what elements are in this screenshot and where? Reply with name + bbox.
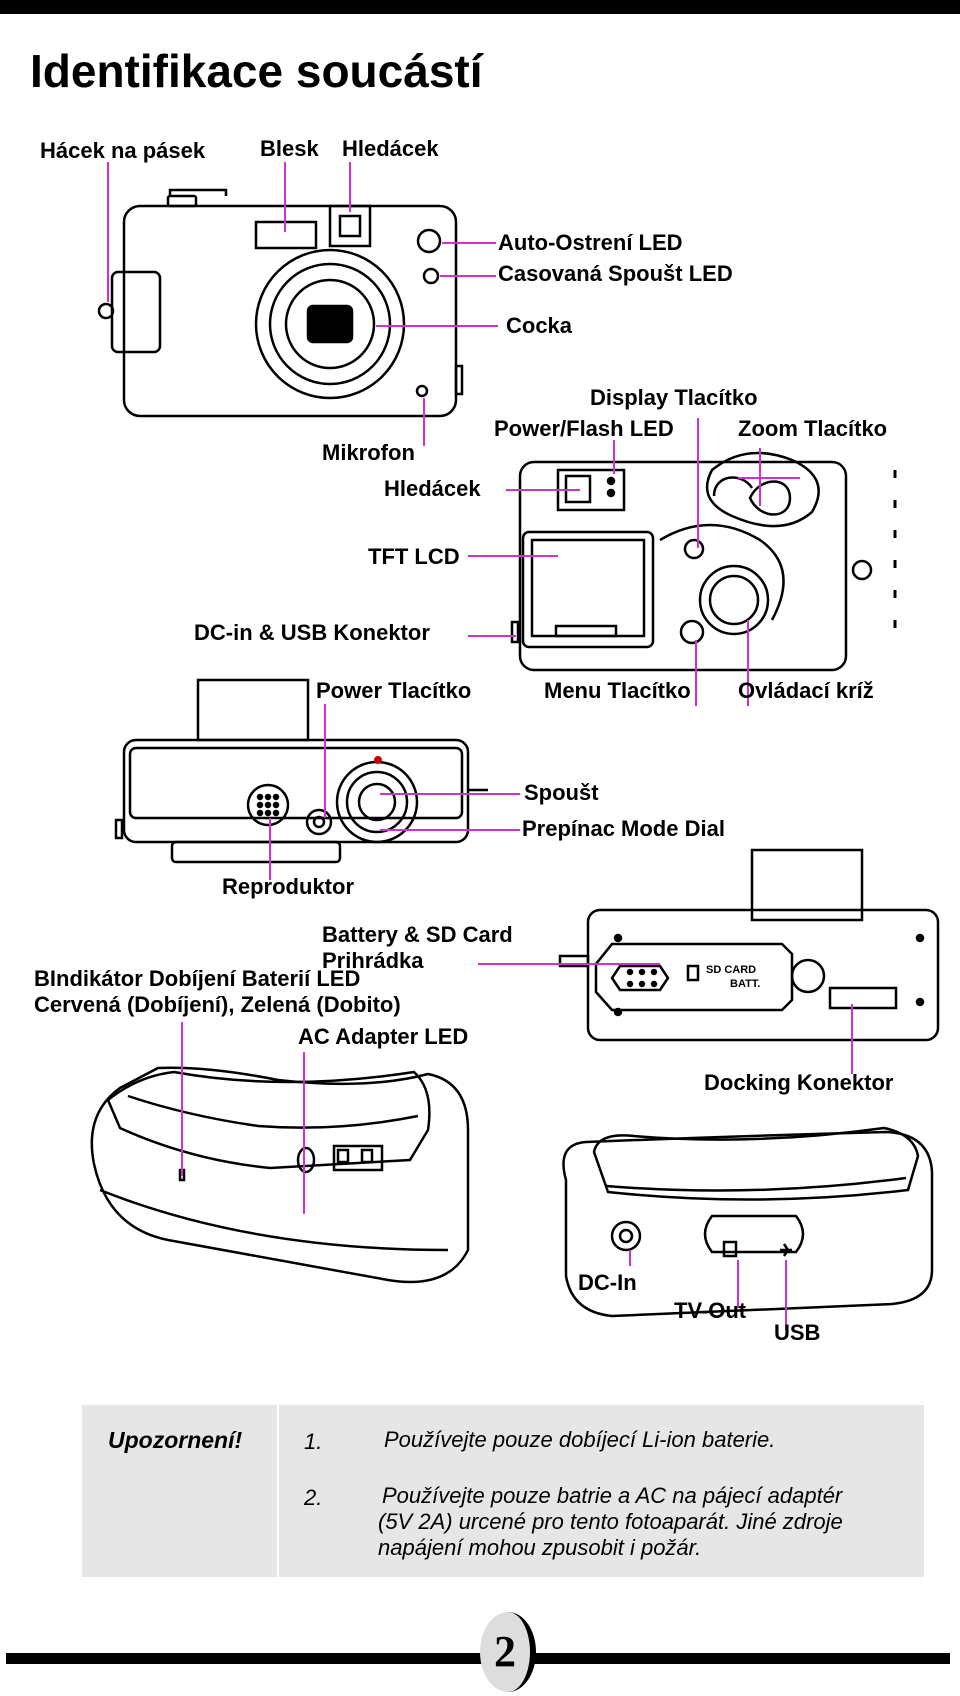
sd-card-marking: SD CARD — [706, 964, 757, 976]
label-mode-dial: Prepínac Mode Dial — [522, 816, 725, 841]
warning-item-1-number: 1. — [304, 1429, 323, 1454]
label-flash: Blesk — [260, 136, 319, 161]
label-lens: Cocka — [506, 313, 573, 338]
label-ac-adapter-led: AC Adapter LED — [298, 1024, 469, 1049]
label-viewfinder-back: Hledácek — [384, 476, 481, 501]
label-control-cross: Ovládací kríž — [738, 678, 874, 703]
camera-side-illustration — [558, 848, 940, 1042]
warning-item-2-number: 2. — [304, 1485, 323, 1510]
warning-item-2-line-1: Používejte pouze batrie a AC na pájecí a… — [382, 1483, 843, 1508]
label-display-button: Display Tlacítko — [590, 385, 758, 410]
label-power-button: Power Tlacítko — [316, 678, 472, 703]
label-battery-sd-1: Battery & SD Card — [322, 922, 513, 947]
label-zoom-button: Zoom Tlacítko — [738, 416, 888, 441]
label-timer-led: Casovaná Spoušt LED — [498, 261, 733, 286]
label-charge-indicator-2: Cervená (Dobíjení), Zelená (Dobito) — [34, 992, 401, 1017]
label-power-flash-led: Power/Flash LED — [494, 416, 674, 441]
camera-top-illustration — [114, 678, 488, 864]
label-menu-button: Menu Tlacítko — [544, 678, 691, 703]
footer-rule — [6, 1653, 950, 1664]
warning-item-2-line-3: napájení mohou zpusobit i požár. — [378, 1535, 702, 1560]
dock-left-illustration — [90, 1066, 470, 1284]
label-usb: USB — [774, 1320, 821, 1345]
label-speaker: Reproduktor — [222, 874, 354, 899]
label-dc-in: DC-In — [578, 1270, 637, 1295]
label-battery-sd-2: Prihrádka — [322, 948, 424, 973]
page-number: 2 — [480, 1612, 536, 1692]
label-tft-lcd: TFT LCD — [368, 544, 460, 569]
camera-front-illustration — [97, 188, 464, 418]
warning-title: Upozornení! — [108, 1427, 243, 1453]
page-title: Identifikace soucástí — [30, 45, 483, 97]
warning-item-1-text: Používejte pouze dobíjecí Li-ion baterie… — [384, 1427, 776, 1452]
warning-box: Upozornení! 1. Používejte pouze dobíjecí… — [82, 1405, 924, 1577]
dock-right-illustration — [562, 1126, 934, 1318]
label-shutter: Spoušt — [524, 780, 599, 805]
warning-item-2-line-2: (5V 2A) urcené pro tento fotoaparát. Jin… — [378, 1509, 843, 1534]
batt-marking: BATT. — [730, 978, 761, 990]
label-tv-out: TV-Out — [674, 1298, 747, 1323]
label-dc-usb-connector: DC-in & USB Konektor — [194, 620, 430, 645]
top-rule — [0, 0, 960, 14]
warning-divider — [277, 1405, 279, 1577]
leader-lines — [107, 162, 853, 1330]
label-strap-hook: Hácek na pásek — [40, 138, 206, 163]
label-charge-indicator-1: BIndikátor Dobíjení Baterií LED — [34, 966, 361, 991]
label-docking-connector: Docking Konektor — [704, 1070, 894, 1095]
camera-back-illustration — [510, 451, 897, 672]
label-viewfinder-front: Hledácek — [342, 136, 439, 161]
label-af-led: Auto-Ostrení LED — [498, 230, 683, 255]
label-microphone: Mikrofon — [322, 440, 415, 465]
